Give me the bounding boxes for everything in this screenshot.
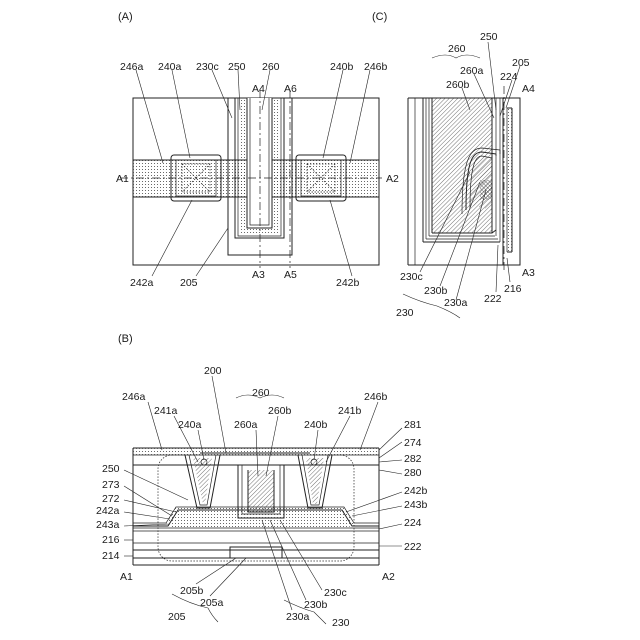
label-b-274: 274 <box>404 437 422 449</box>
label-c-260a: 260a <box>460 65 484 77</box>
label-b-246b: 246b <box>364 391 388 403</box>
label-b-230c: 230c <box>324 587 347 599</box>
label-b-260: 260 <box>252 387 270 399</box>
label-c-230c: 230c <box>400 271 423 283</box>
label-c-250: 250 <box>480 31 498 43</box>
label-b-240b: 240b <box>304 419 328 431</box>
panel-b: (B) <box>96 333 428 629</box>
panel-c: (C) <box>372 11 535 319</box>
label-a2: A2 <box>386 173 399 185</box>
label-b-230: 230 <box>332 617 350 629</box>
label-c-224: 224 <box>500 71 518 83</box>
label-b-205b: 205b <box>180 585 204 597</box>
label-205: 205 <box>180 277 198 289</box>
label-b-260a: 260a <box>234 419 258 431</box>
label-240b: 240b <box>330 61 354 73</box>
label-b-281: 281 <box>404 419 422 431</box>
label-246a: 246a <box>120 61 144 73</box>
label-242a: 242a <box>130 277 154 289</box>
label-b-242a: 242a <box>96 505 120 517</box>
label-b-224: 224 <box>404 517 422 529</box>
label-b-a1: A1 <box>120 571 133 583</box>
label-c-230a: 230a <box>444 297 468 309</box>
label-c-205: 205 <box>512 57 530 69</box>
label-c-260: 260 <box>448 43 466 55</box>
label-b-243a: 243a <box>96 519 120 531</box>
label-b-230a: 230a <box>286 611 310 623</box>
label-a3: A3 <box>252 269 265 281</box>
label-c-a4: A4 <box>522 83 535 95</box>
label-b-240a: 240a <box>178 419 202 431</box>
label-260: 260 <box>262 61 280 73</box>
label-250: 250 <box>228 61 246 73</box>
label-242b: 242b <box>336 277 360 289</box>
label-b-260b: 260b <box>268 405 292 417</box>
label-b-250: 250 <box>102 463 120 475</box>
label-c-a3: A3 <box>522 267 535 279</box>
label-b-246a: 246a <box>122 391 146 403</box>
label-c-230b: 230b <box>424 285 448 297</box>
label-230c: 230c <box>196 61 219 73</box>
label-c-260b: 260b <box>446 79 470 91</box>
label-b-222: 222 <box>404 541 422 553</box>
label-c-230: 230 <box>396 307 414 319</box>
panel-b-title: (B) <box>118 333 133 345</box>
label-b-243b: 243b <box>404 499 428 511</box>
label-a6: A6 <box>284 83 297 95</box>
label-b-273: 273 <box>102 479 120 491</box>
label-b-242b: 242b <box>404 485 428 497</box>
label-b-205: 205 <box>168 611 186 623</box>
panel-a: (A) <box>116 11 399 289</box>
label-c-216: 216 <box>504 283 522 295</box>
panel-c-title: (C) <box>372 11 387 23</box>
label-240a: 240a <box>158 61 182 73</box>
label-b-282: 282 <box>404 453 422 465</box>
label-b-216: 216 <box>102 534 120 546</box>
label-a5: A5 <box>284 269 297 281</box>
label-b-214: 214 <box>102 550 120 562</box>
label-c-222: 222 <box>484 293 502 305</box>
panel-a-title: (A) <box>118 11 133 23</box>
label-b-200: 200 <box>204 365 222 377</box>
label-b-241b: 241b <box>338 405 362 417</box>
label-b-a2: A2 <box>382 571 395 583</box>
label-b-280: 280 <box>404 467 422 479</box>
label-a1: A1 <box>116 173 129 185</box>
label-a4: A4 <box>252 83 265 95</box>
label-b-230b: 230b <box>304 599 328 611</box>
label-b-241a: 241a <box>154 405 178 417</box>
label-b-272: 272 <box>102 493 120 505</box>
label-246b: 246b <box>364 61 388 73</box>
label-b-205a: 205a <box>200 597 224 609</box>
